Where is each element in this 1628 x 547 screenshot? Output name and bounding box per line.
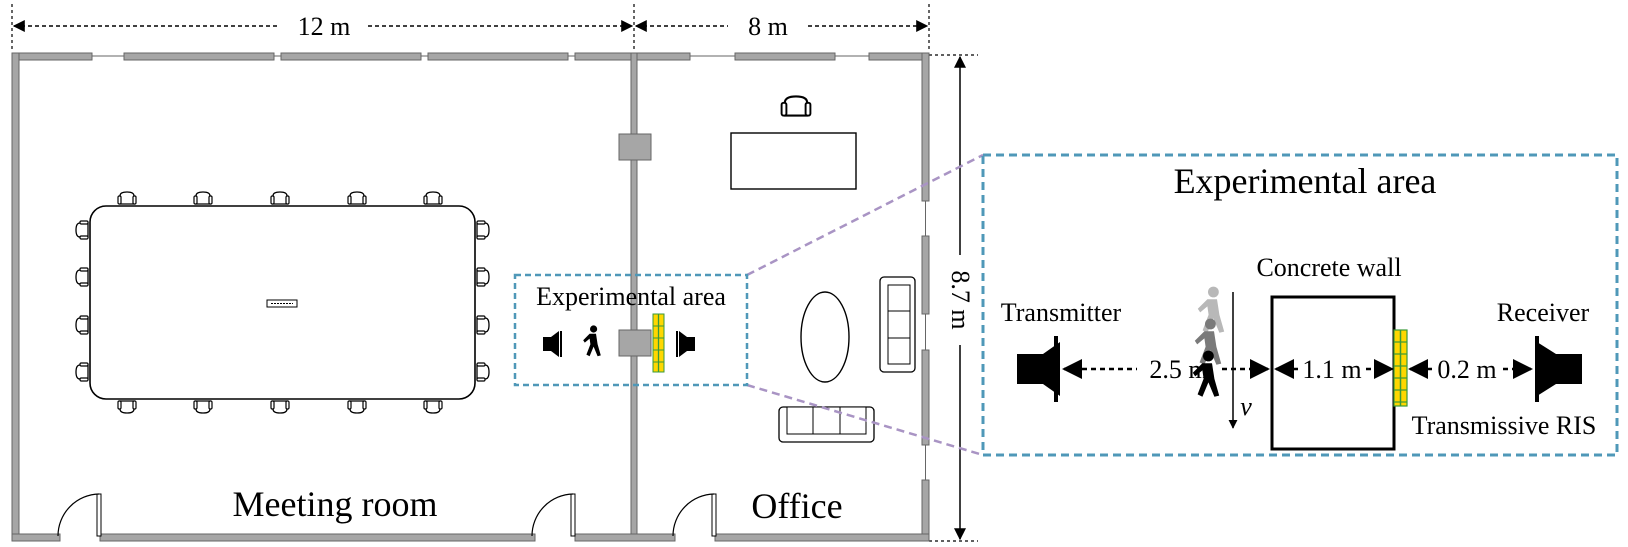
- zoom-connector-top: [746, 153, 984, 277]
- transmissive-ris-label: Transmissive RIS: [1412, 411, 1597, 440]
- meeting-room-door-left: [57, 493, 102, 537]
- sofa-horizontal: [778, 406, 875, 443]
- dimension-height: 8.7 m: [929, 54, 978, 542]
- zoom-connector-bottom: [746, 383, 984, 457]
- conference-table: [89, 205, 476, 400]
- distance-wall: 1.1 m: [1302, 355, 1361, 384]
- inset-ris-icon: [652, 313, 665, 373]
- ris-panel: [1393, 329, 1408, 407]
- partition-pillar-upper: [618, 133, 652, 161]
- height-label: 8.7 m: [946, 270, 975, 329]
- office-door: [672, 493, 717, 537]
- velocity-symbol: v: [1240, 392, 1252, 421]
- experimental-area-detail: Experimental area Concrete wall Transmit…: [981, 153, 1619, 457]
- sofa-vertical: [879, 276, 916, 373]
- office-label: Office: [751, 486, 842, 526]
- receiver-label: Receiver: [1497, 298, 1590, 327]
- inset-experimental-label: Experimental area: [536, 282, 726, 311]
- transmitter-label: Transmitter: [1001, 298, 1122, 327]
- building-walls: [11, 52, 930, 542]
- dimension-office-width: 8 m: [634, 4, 930, 52]
- partition-pillar-lower: [618, 329, 652, 357]
- meeting-room-label: Meeting room: [233, 484, 438, 524]
- office-round-table: [800, 291, 850, 383]
- receiver-speaker-icon: [1535, 336, 1582, 402]
- inset-transmitter-icon: [543, 331, 562, 357]
- office-chair: [780, 95, 812, 117]
- transmitter-speaker-icon: [1017, 336, 1060, 402]
- distance-tx-wall: 2.5 m: [1149, 355, 1208, 384]
- dimension-meeting-width: 12 m: [11, 4, 635, 52]
- experimental-area-inset: Experimental area: [513, 273, 749, 387]
- meeting-room-door-right: [531, 493, 576, 537]
- inset-receiver-icon: [676, 331, 695, 357]
- detail-title: Experimental area: [1174, 161, 1437, 201]
- meeting-width-label: 12 m: [298, 12, 351, 41]
- inset-person-icon: [583, 325, 601, 357]
- office-width-label: 8 m: [748, 12, 788, 41]
- office-desk: [730, 132, 857, 190]
- concrete-wall-label: Concrete wall: [1256, 253, 1401, 282]
- distance-ris-rx: 0.2 m: [1437, 355, 1496, 384]
